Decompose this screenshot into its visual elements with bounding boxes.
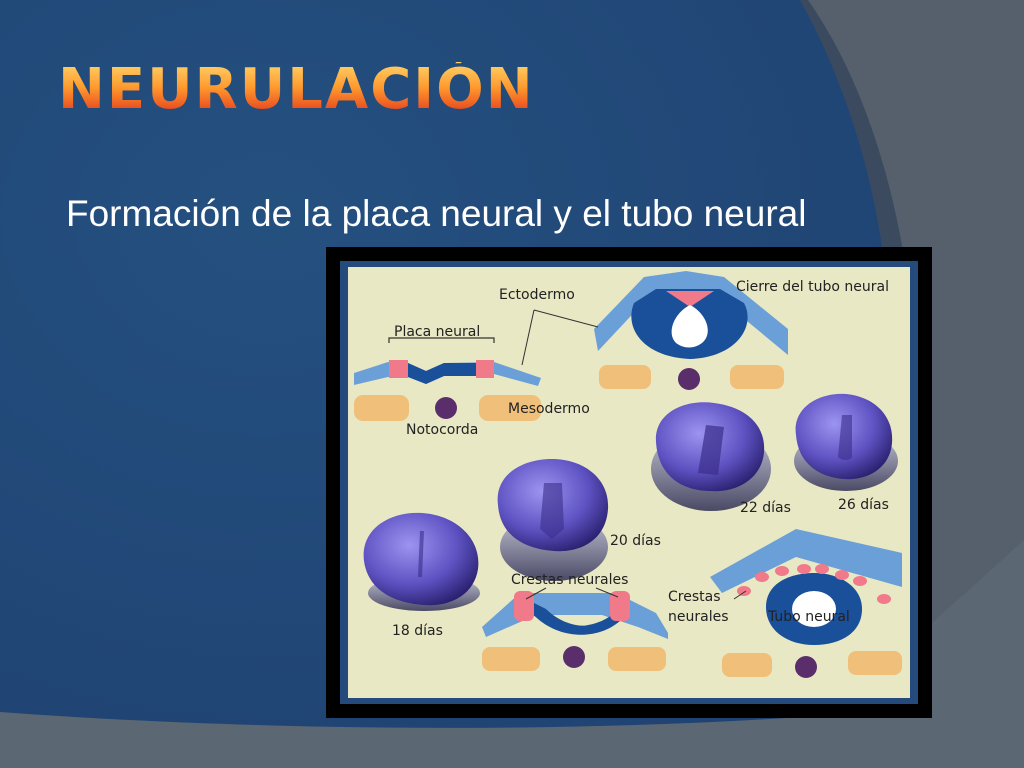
- neural-tube-section: Crestas neurales Tubo neural: [668, 529, 902, 678]
- plate-bracket: [388, 337, 495, 343]
- mesoderm-closure-left: [599, 365, 651, 389]
- label-ectodermo: Ectodermo: [499, 287, 575, 303]
- ectoderm-arch: [594, 271, 788, 355]
- tube-lumen: [792, 591, 836, 627]
- label-neurales: neurales: [668, 609, 729, 625]
- crest-closure: [666, 291, 714, 307]
- embryo-26-days: 26 días: [794, 393, 898, 513]
- mesoderm-left: [354, 395, 409, 421]
- label-crestas: Crestas: [668, 589, 721, 605]
- label-notocorda: Notocorda: [406, 422, 478, 438]
- crest-pointers: [525, 587, 619, 600]
- neural-crest-right: [476, 360, 494, 378]
- neural-plate: [408, 363, 478, 384]
- mesoderm-closure-right: [730, 365, 784, 389]
- ectoderm-pointer: [521, 309, 599, 366]
- crest-fold-left: [514, 591, 534, 621]
- notochord-closure: [678, 368, 700, 390]
- slide-title: NEURULACIÓN: [58, 57, 535, 122]
- background-bottom-band: [0, 540, 1024, 768]
- embryo-18-days: 18 días: [363, 512, 480, 639]
- neural-folds-section: Crestas neurales: [482, 572, 668, 671]
- label-cierre-tubo: Cierre del tubo neural: [736, 279, 889, 295]
- neurulation-figure: Placa neural Notocorda Mesodermo Ectoder…: [326, 247, 932, 718]
- label-20-dias: 20 días: [610, 533, 661, 549]
- mesoderm-folds-left: [482, 647, 540, 671]
- mesoderm-folds-right: [608, 647, 666, 671]
- mesoderm-right: [479, 395, 541, 421]
- label-22-dias: 22 días: [740, 500, 791, 516]
- closing-lumen: [671, 305, 708, 348]
- crest-fold-right: [610, 591, 630, 621]
- embryo-20-days: 20 días: [497, 459, 661, 581]
- ectoderm-closed: [710, 529, 902, 593]
- label-placa-neural: Placa neural: [394, 324, 480, 340]
- label-mesodermo: Mesodermo: [508, 401, 590, 417]
- mesoderm-tube-left: [722, 653, 772, 677]
- label-18-dias: 18 días: [392, 623, 443, 639]
- neural-groove: [524, 599, 622, 635]
- tube-closure-section: Ectodermo Cierre del tubo neural: [499, 271, 889, 390]
- neural-crest-left: [389, 360, 408, 378]
- label-tubo-neural: Tubo neural: [767, 609, 850, 625]
- label-26-dias: 26 días: [838, 497, 889, 513]
- mesoderm-tube-right: [848, 651, 902, 675]
- notochord-folds: [563, 646, 585, 668]
- crest-tube-pointer: [733, 590, 747, 600]
- neural-plate-section: Placa neural Notocorda Mesodermo: [354, 324, 590, 438]
- label-crestas-neurales: Crestas neurales: [511, 572, 628, 588]
- slide-subtitle: Formación de la placa neural y el tubo n…: [66, 193, 807, 234]
- notochord-tube: [795, 656, 817, 678]
- embryo-22-days: 22 días: [651, 402, 791, 516]
- notochord: [435, 397, 457, 419]
